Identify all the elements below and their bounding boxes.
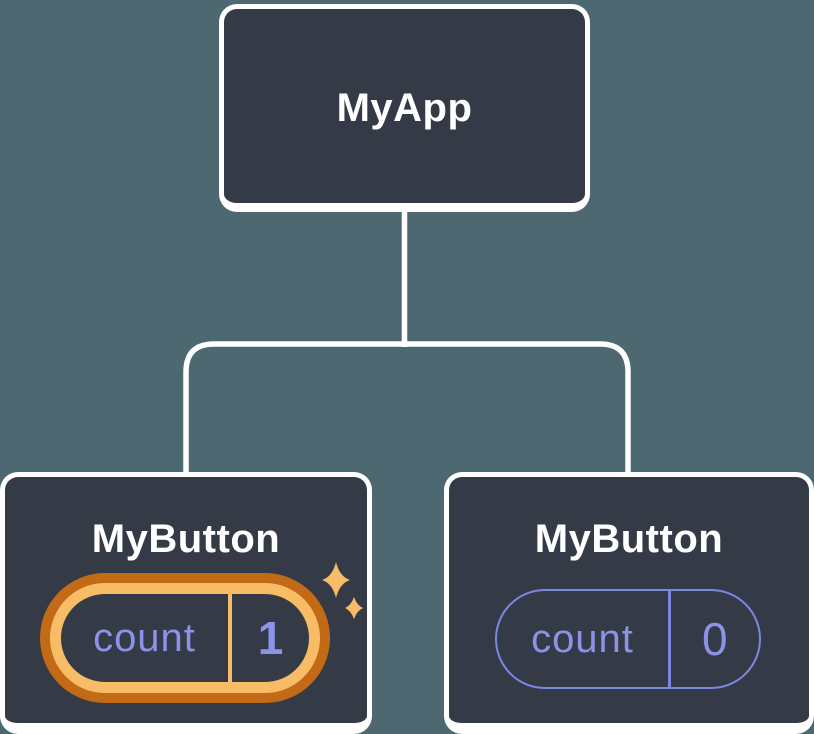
node-title-mybutton-2: MyButton <box>534 516 724 561</box>
component-node-myapp <box>219 4 590 212</box>
component-node-mybutton-2 <box>444 472 814 734</box>
state-key-label: count <box>531 616 634 661</box>
state-value: 0 <box>701 613 728 665</box>
state-pill-divider <box>668 591 671 687</box>
node-title-myapp: MyApp <box>336 85 473 130</box>
state-pill-body: count 1 <box>61 594 309 682</box>
state-pill-divider <box>228 594 232 682</box>
highlight-ring: count 1 <box>50 583 320 693</box>
state-pill-highlighted: count 1 <box>40 573 330 703</box>
state-value: 1 <box>257 612 284 664</box>
state-pill-plain: count 0 <box>495 589 761 689</box>
node-title-mybutton-1: MyButton <box>91 516 281 561</box>
state-key-label: count <box>93 615 196 660</box>
connector-branch-bracket <box>183 341 631 474</box>
